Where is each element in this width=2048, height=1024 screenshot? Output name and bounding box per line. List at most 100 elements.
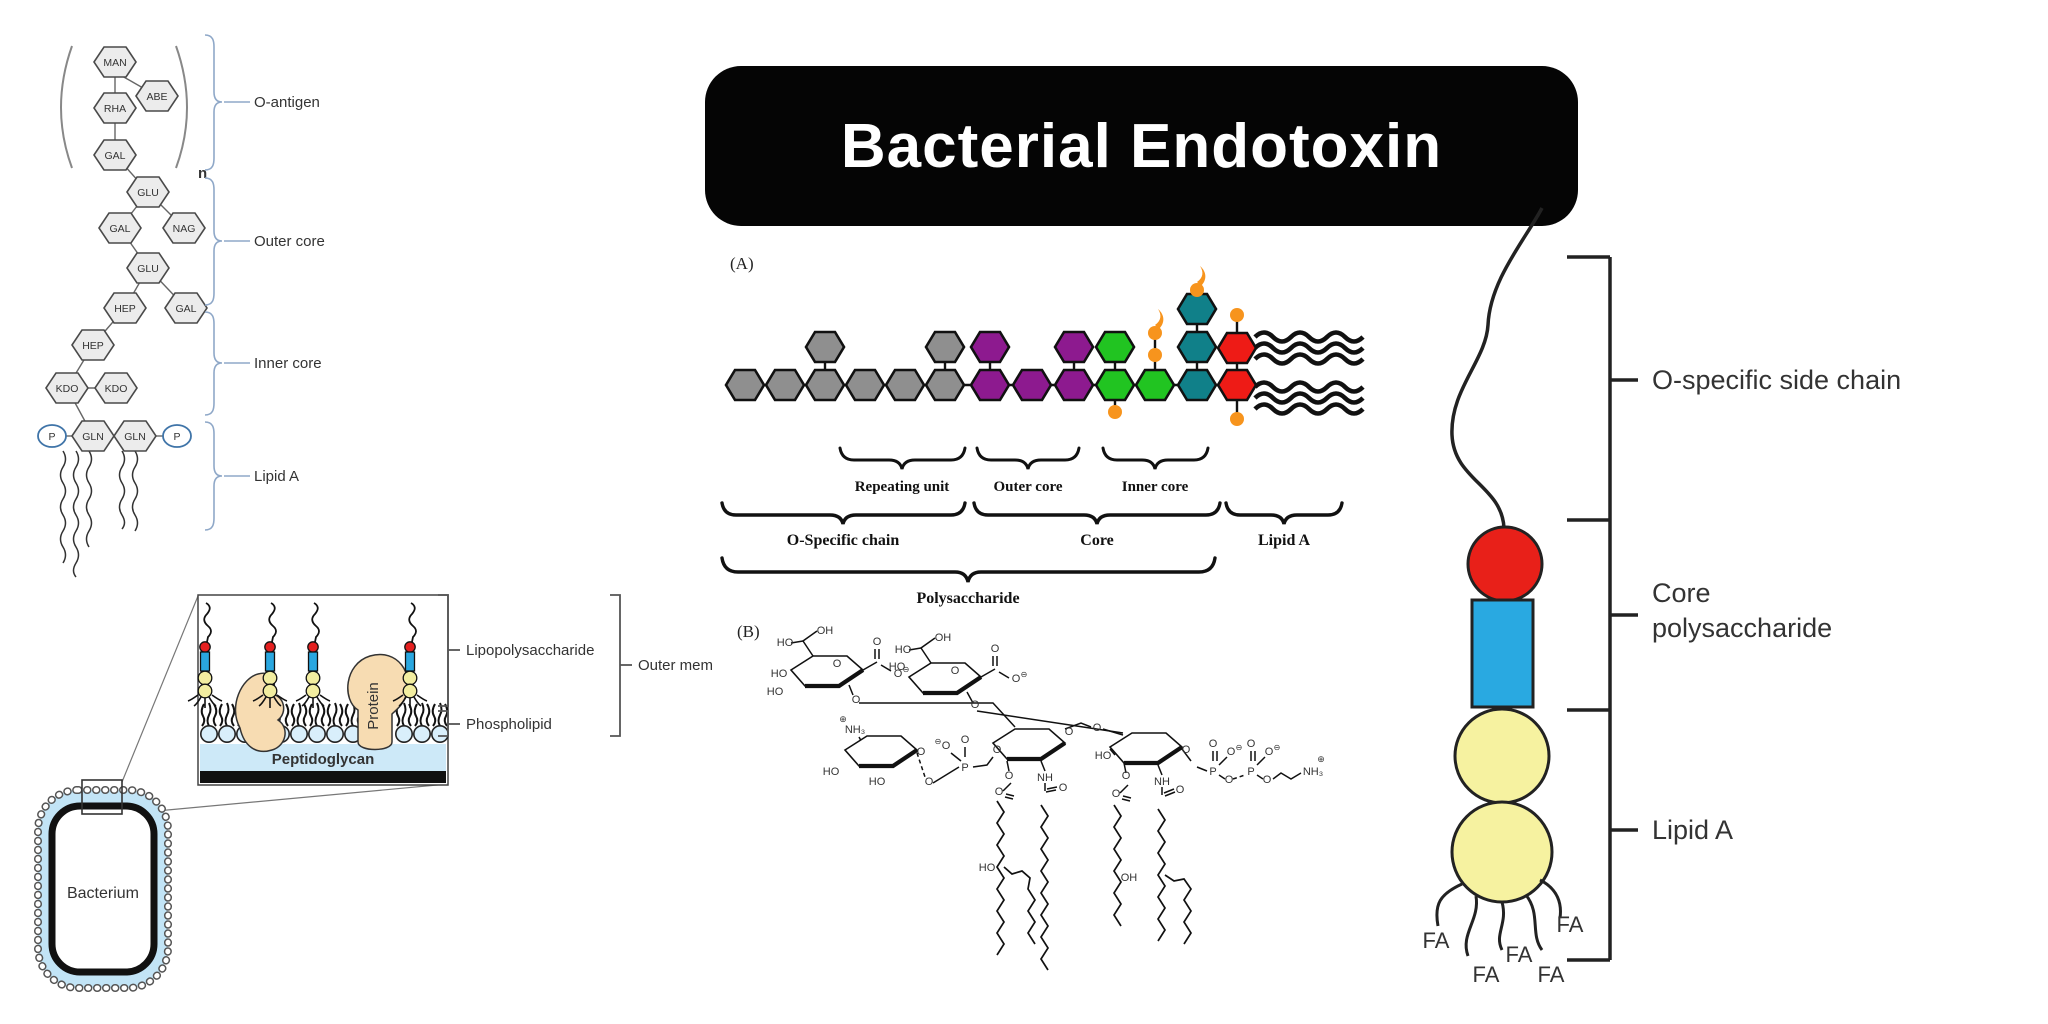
svg-text:O: O	[1209, 738, 1218, 750]
label-lipid-a: Lipid A	[1258, 532, 1310, 549]
svg-text:O: O	[1182, 744, 1191, 756]
right-lps-summary-diagram: FA FA FA FA FA O-specific side chain Cor…	[1423, 207, 1901, 987]
atom-labels: HO OH HO HO O O O ⊖ O HO OH HO O O O ⊖ O…	[767, 625, 1325, 884]
svg-text:OH: OH	[817, 625, 834, 637]
svg-text:⊖: ⊖	[935, 737, 942, 746]
svg-text:P: P	[48, 431, 55, 443]
svg-text:HO: HO	[777, 637, 794, 649]
svg-text:GLU: GLU	[137, 187, 159, 199]
core-blue-rect	[1470, 598, 1535, 709]
label-inner-core: Inner core	[1122, 479, 1189, 495]
svg-text:HEP: HEP	[82, 340, 104, 352]
bacterium-cell: Bacterium	[34, 779, 172, 992]
svg-text:O: O	[852, 694, 861, 706]
svg-text:P: P	[961, 762, 968, 774]
phosphate-circle-right	[162, 424, 192, 448]
svg-text:⊕: ⊕	[1317, 754, 1325, 764]
label-protein: Protein	[365, 682, 382, 730]
label-bacterium: Bacterium	[67, 885, 139, 902]
svg-text:O: O	[1265, 746, 1274, 758]
svg-text:O: O	[1247, 738, 1256, 750]
svg-text:HO: HO	[767, 686, 784, 698]
svg-text:O: O	[1093, 722, 1102, 734]
svg-text:P: P	[1247, 766, 1254, 778]
label-peptidoglycan: Peptidoglycan	[272, 751, 375, 768]
braces-row2	[720, 501, 1344, 525]
svg-text:GAL: GAL	[109, 223, 130, 235]
svg-text:⊖: ⊖	[1021, 670, 1028, 679]
label-polysaccharide: Polysaccharide	[916, 590, 1019, 607]
label-lipopolysaccharide: Lipopolysaccharide	[466, 642, 594, 659]
inset-labels: Lipopolysaccharide Phospholipid Outer me…	[466, 642, 713, 733]
svg-text:OH: OH	[935, 632, 952, 644]
svg-text:O: O	[833, 658, 842, 670]
section-labels: O-antigen Outer core Inner core Lipid A	[254, 94, 325, 485]
sugar-rings	[791, 656, 1182, 766]
svg-text:O: O	[1005, 770, 1014, 782]
flame-icon	[1197, 266, 1206, 286]
svg-text:GLU: GLU	[137, 263, 159, 275]
svg-text:NH: NH	[1154, 776, 1170, 788]
page-title: Bacterial Endotoxin	[840, 111, 1443, 181]
svg-text:MAN: MAN	[103, 57, 126, 69]
svg-text:O: O	[1176, 784, 1185, 796]
svg-text:RHA: RHA	[104, 103, 126, 115]
svg-text:HO: HO	[823, 766, 840, 778]
label-outer-membrane: Outer mem	[638, 657, 713, 674]
svg-text:O: O	[942, 740, 951, 752]
membrane-protein-blob	[234, 672, 286, 752]
label-o-specific-side-chain: O-specific side chain	[1652, 365, 1901, 395]
brace-row3	[720, 556, 1217, 583]
svg-text:HO: HO	[889, 661, 906, 673]
svg-text:GLN: GLN	[82, 431, 104, 443]
svg-text:HO: HO	[1095, 750, 1112, 762]
braces-row2-labels: O-Specific chain Core Lipid A	[787, 532, 1311, 549]
svg-text:GAL: GAL	[175, 303, 196, 315]
sugar-nodes	[37, 46, 208, 452]
label-o-specific-chain: O-Specific chain	[787, 532, 900, 549]
o-antigen-hexagons	[724, 330, 966, 402]
braces-row1	[838, 446, 1210, 470]
repeat-parentheses	[60, 45, 188, 169]
panel-a-tag: (A)	[730, 254, 754, 273]
repeat-n-subscript: n	[198, 165, 207, 182]
label-lipid-a: Lipid A	[1652, 815, 1733, 845]
title-banner: Bacterial Endotoxin	[705, 66, 1578, 226]
svg-text:O: O	[1263, 774, 1272, 786]
svg-text:O: O	[917, 746, 926, 758]
panel-b-lipid-a-chemical-structure: (B)	[737, 622, 1325, 971]
label-core: Core	[1080, 532, 1113, 549]
bacterium-inner-wall	[48, 802, 158, 976]
svg-text:⊕: ⊕	[839, 714, 847, 724]
svg-text:HO: HO	[895, 644, 912, 656]
svg-text:FA: FA	[1557, 912, 1584, 937]
svg-text:NH₃: NH₃	[1303, 766, 1323, 778]
label-o-antigen: O-antigen	[254, 94, 320, 111]
label-core-line1: Core	[1652, 578, 1711, 608]
svg-text:GAL: GAL	[104, 150, 125, 162]
svg-text:O: O	[894, 668, 903, 680]
svg-text:KDO: KDO	[56, 383, 79, 395]
acyl-zigzag-chains	[995, 800, 1193, 971]
phosphate-circle-left	[37, 424, 67, 448]
inner-membrane-band	[200, 771, 446, 783]
lps-structure-tree-diagram: n MAN ABE RHA GAL GLU GAL NAG GLU HEP GA…	[37, 34, 325, 578]
svg-text:⊖: ⊖	[1236, 743, 1243, 752]
svg-text:O: O	[1225, 774, 1234, 786]
svg-text:OH: OH	[1121, 872, 1138, 884]
svg-text:NH: NH	[1037, 772, 1053, 784]
svg-text:HO: HO	[869, 776, 886, 788]
panel-b-tag: (B)	[737, 622, 760, 641]
svg-text:O: O	[873, 636, 882, 648]
section-bracket	[1567, 255, 1638, 962]
svg-text:O: O	[961, 734, 970, 746]
svg-text:O: O	[993, 744, 1002, 756]
svg-text:KDO: KDO	[105, 383, 128, 395]
panel-a-lps-schematic: (A)	[720, 254, 1365, 607]
svg-text:NAG: NAG	[173, 223, 196, 235]
lipid-a-fatty-squiggles	[1253, 330, 1365, 416]
svg-text:P: P	[1209, 766, 1216, 778]
svg-text:O: O	[1122, 770, 1131, 782]
svg-text:O: O	[991, 643, 1000, 655]
